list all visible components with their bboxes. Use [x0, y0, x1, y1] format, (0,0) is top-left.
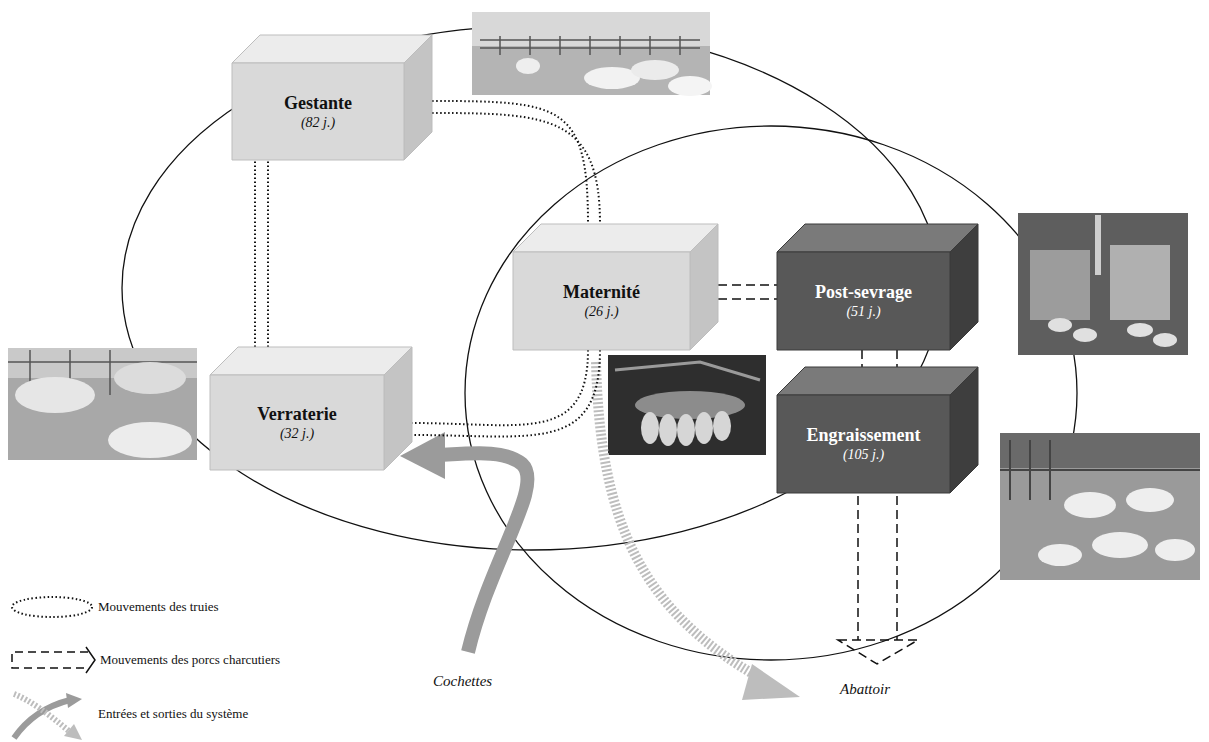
stage-name: Engraissement	[807, 424, 921, 446]
flow-label: Cochettes	[433, 672, 492, 690]
stage-name: Gestante	[284, 92, 352, 114]
stage-duration: (51 j.)	[846, 303, 880, 321]
box-face	[404, 35, 432, 160]
pig-cycle-ellipse	[465, 126, 1077, 660]
box-text: Maternité(26 j.)	[513, 252, 690, 350]
movement-connector	[432, 101, 600, 224]
connector-line	[861, 350, 863, 367]
legend-pig-sample	[12, 647, 95, 673]
stage-duration: (82 j.)	[301, 114, 335, 132]
stage-box: Maternité(26 j.)	[513, 224, 718, 350]
cull-exit-arrow	[596, 362, 800, 700]
box-face	[777, 252, 950, 350]
boar-room-photo	[8, 348, 197, 460]
box-face	[513, 252, 690, 350]
movement-connector	[412, 350, 600, 437]
box-face	[210, 375, 384, 470]
farrowing-photo	[608, 355, 766, 455]
box-text: Verraterie(32 j.)	[210, 375, 384, 470]
fattening-photo	[1000, 433, 1200, 580]
gestation-photo	[472, 12, 712, 96]
box-face	[777, 395, 950, 493]
movement-connector	[718, 285, 777, 299]
connector-line	[412, 350, 588, 425]
box-face	[950, 367, 978, 493]
movement-connector	[255, 160, 268, 347]
stage-box: Gestante(82 j.)	[232, 35, 432, 160]
connector-line	[267, 160, 269, 347]
legend-text: Mouvements des truies	[98, 598, 219, 616]
box-face	[232, 63, 404, 160]
connector-line	[718, 298, 777, 300]
flow-label: Abattoir	[840, 680, 890, 698]
box-face	[210, 347, 412, 375]
box-face	[777, 224, 978, 252]
slaughter-arrow	[838, 496, 918, 664]
box-text: Gestante(82 j.)	[232, 63, 404, 160]
post-weaning-photo	[1018, 213, 1188, 355]
box-face	[690, 224, 718, 350]
stage-box: Engraissement(105 j.)	[777, 367, 978, 493]
box-text: Engraissement(105 j.)	[777, 395, 950, 493]
stage-duration: (105 j.)	[843, 446, 884, 464]
box-face	[384, 347, 412, 470]
stage-duration: (26 j.)	[584, 303, 618, 321]
connector-line	[254, 160, 256, 347]
stage-name: Verraterie	[257, 403, 336, 425]
legend-sow-sample	[12, 597, 92, 617]
legend-io-sample	[14, 693, 82, 740]
connector-line	[432, 113, 600, 224]
box-face	[513, 224, 718, 252]
stage-box: Post-sevrage(51 j.)	[777, 224, 978, 350]
connector-line	[412, 350, 600, 437]
connector-line	[896, 350, 898, 367]
movement-connector	[862, 350, 897, 367]
stage-duration: (32 j.)	[280, 425, 314, 443]
gilts-entry-arrow	[400, 432, 528, 652]
stage-name: Maternité	[563, 281, 640, 303]
connector-line	[432, 101, 588, 224]
legend-text: Mouvements des porcs charcutiers	[100, 651, 280, 669]
legend-text: Entrées et sorties du système	[98, 705, 248, 723]
box-text: Post-sevrage(51 j.)	[777, 252, 950, 350]
stage-name: Post-sevrage	[815, 281, 912, 303]
stage-box: Verraterie(32 j.)	[210, 347, 412, 470]
box-face	[777, 367, 978, 395]
box-face	[950, 224, 978, 350]
connector-line	[718, 284, 777, 286]
box-face	[232, 35, 432, 63]
